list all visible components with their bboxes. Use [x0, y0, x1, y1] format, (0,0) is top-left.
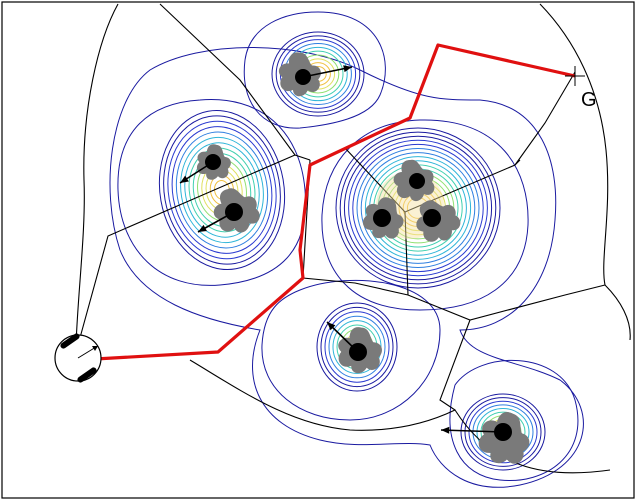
obstacle-lower-contour-2 [324, 311, 390, 383]
outer-contour-b [117, 99, 307, 286]
outer-boundary-left [75, 3, 119, 346]
obstacle-lower-contour-0 [316, 302, 398, 392]
obstacle-left-upper-velocity [179, 161, 214, 184]
voronoi-line-5 [439, 319, 471, 411]
voronoi-line-2 [77, 154, 296, 346]
outer-contour-e [449, 359, 579, 482]
obstacle-center-cluster-contour-4 [352, 143, 484, 273]
obstacle-left-pair-contour-1 [163, 115, 281, 265]
obstacle-center-cluster-contour-3 [348, 139, 488, 277]
obstacles-layer [179, 52, 530, 464]
obstacle-center-cluster-contour-7 [364, 156, 472, 260]
obstacle-lower-contour-3 [328, 315, 386, 379]
planned-path [77, 43, 576, 362]
voronoi-line-1 [159, 3, 311, 161]
goal-crosshair-icon [565, 66, 585, 86]
obstacle-center-cluster-contour-1 [339, 131, 497, 285]
obstacle-bottom-right-contour-0 [460, 393, 546, 471]
obstacle-left-pair-contour-5 [180, 136, 264, 244]
wheeled-robot-icon [54, 333, 102, 383]
obstacle-top-contour-1 [275, 35, 361, 113]
obstacle-top-contour-0 [271, 31, 365, 117]
obstacle-left-pair-contour-0 [158, 109, 286, 271]
obstacle-top-velocity [302, 65, 353, 78]
obstacle-center-cluster-contour-5 [356, 147, 480, 269]
obstacle-center-left-core [373, 209, 391, 227]
obstacle-left-pair-contour-3 [171, 126, 273, 254]
outer-boundary-right [539, 3, 631, 341]
outer-contour-c [321, 119, 529, 311]
voronoi-line-7 [514, 159, 521, 166]
obstacle-center-cluster-contour-2 [343, 135, 493, 281]
obstacle-center-cluster-contour-6 [360, 152, 476, 264]
goal-label: G [581, 89, 597, 111]
obstacle-left-lower-velocity [197, 211, 235, 233]
voronoi-line-4 [404, 211, 409, 296]
voronoi-boundaries [75, 3, 631, 474]
obstacle-center-cluster-contour-0 [335, 127, 501, 289]
outer-contour-f [109, 47, 584, 488]
obstacle-left-pair-contour-6 [184, 142, 260, 238]
outer-contour-a [243, 11, 386, 129]
obstacle-bottom-right-contour-2 [468, 400, 538, 464]
obstacle-left-pair-contour-2 [167, 120, 277, 260]
obstacle-bottom-right-contour-1 [464, 397, 542, 467]
outer-boundary-bottom [189, 359, 611, 474]
obstacle-left-pair-contour-4 [175, 131, 269, 249]
obstacle-center-top-core [409, 173, 425, 189]
outer-contour-d [261, 279, 441, 421]
obstacle-center-right-core [423, 209, 441, 227]
obstacle-lower-contour-1 [320, 306, 394, 388]
obstacle-lower-velocity [326, 321, 359, 353]
obstacle-bottom-right-velocity [440, 426, 504, 434]
